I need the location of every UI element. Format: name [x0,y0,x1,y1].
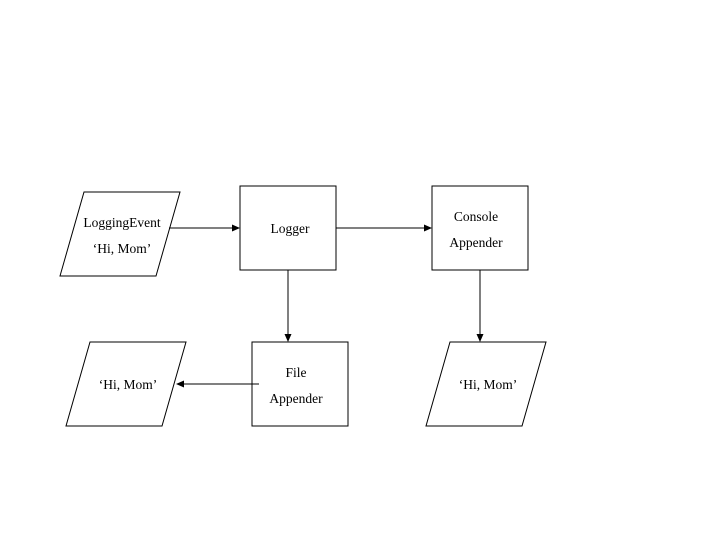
console-output-node: ‘Hi, Mom’ [425,341,547,427]
edge-file-appender-to-output-arrowhead [176,380,184,388]
logging-event-node: LoggingEvent ‘Hi, Mom’ [59,191,181,277]
logger-shape [239,185,337,271]
logging-event-shape [59,191,181,277]
edge-logger-to-file-appender [284,270,292,342]
console-appender-line2: Appender [449,235,503,250]
console-appender-node: Console Appender [431,185,529,271]
logger-node: Logger [239,185,337,271]
logger-label: Logger [271,221,310,236]
console-output-shape [425,341,547,427]
edge-event-to-logger-arrowhead [232,224,240,232]
edge-console-appender-to-output [476,270,484,342]
logging-event-line2: ‘Hi, Mom’ [93,241,152,256]
edge-file-appender-to-output [176,380,259,388]
console-appender-line1: Console [454,209,498,224]
console-appender-shape [431,185,529,271]
logging-event-line1: LoggingEvent [83,215,160,230]
file-appender-line2: Appender [269,391,323,406]
file-appender-line1: File [285,365,306,380]
file-appender-node: File Appender [251,341,349,427]
edge-logger-to-console-appender [336,224,432,232]
edge-event-to-logger [169,224,240,232]
edge-logger-to-file-appender-arrowhead [284,334,292,342]
edge-console-appender-to-output-arrowhead [476,334,484,342]
file-appender-shape [251,341,349,427]
file-output-label: ‘Hi, Mom’ [99,377,158,392]
file-output-shape [65,341,187,427]
console-output-label: ‘Hi, Mom’ [459,377,518,392]
edge-logger-to-console-appender-arrowhead [424,224,432,232]
file-output-node: ‘Hi, Mom’ [65,341,187,427]
